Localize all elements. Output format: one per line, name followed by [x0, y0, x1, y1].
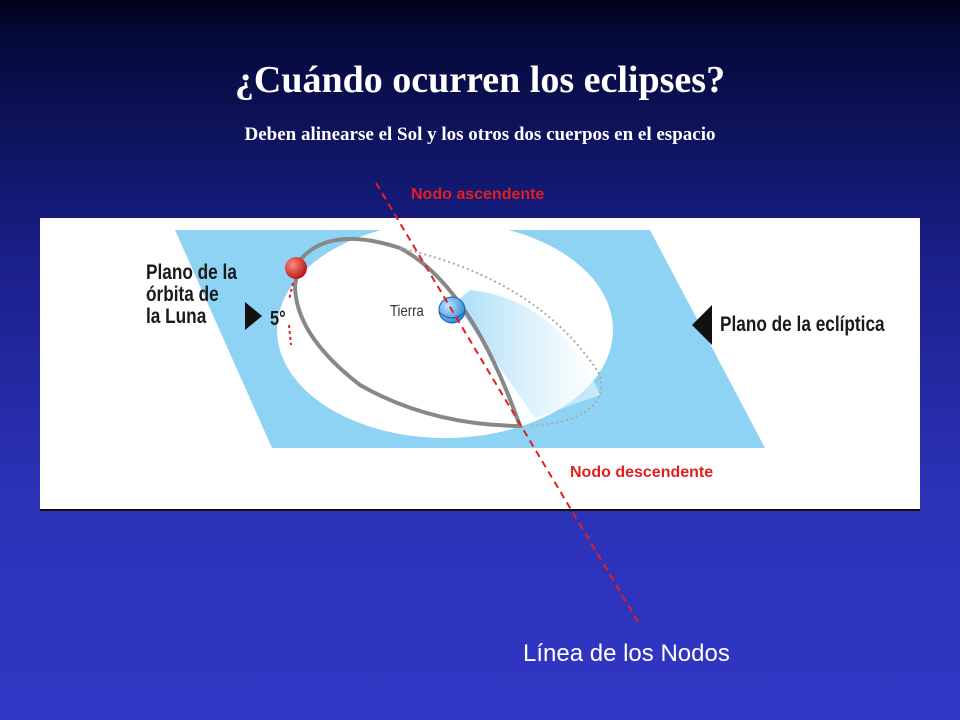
arrow-right-icon [245, 302, 262, 330]
shadow-sector [455, 290, 600, 418]
earth-label: Tierra [390, 303, 424, 320]
moon-orbit-plane-label: Plano de la órbita de la Luna [146, 261, 237, 329]
angle-marker-top [288, 282, 294, 301]
slide-subtitle: Deben alinearse el Sol y los otros dos c… [244, 124, 716, 145]
ecliptic-plane-label: Plano de la eclíptica [720, 313, 885, 336]
arrow-left-icon [692, 305, 712, 345]
line-of-nodes [375, 182, 641, 626]
earth-terminator [438, 311, 466, 319]
ascending-node-label: Nodo ascendente [411, 186, 545, 203]
line-of-nodes-label: Línea de los Nodos [523, 640, 730, 667]
slide-title: ¿Cuándo ocurren los eclipses? [234, 59, 726, 101]
angle-label: 5° [270, 308, 286, 330]
moon-orbit-dotted [399, 247, 603, 427]
moon-icon [285, 257, 307, 279]
descending-node-label: Nodo descendente [570, 464, 714, 481]
